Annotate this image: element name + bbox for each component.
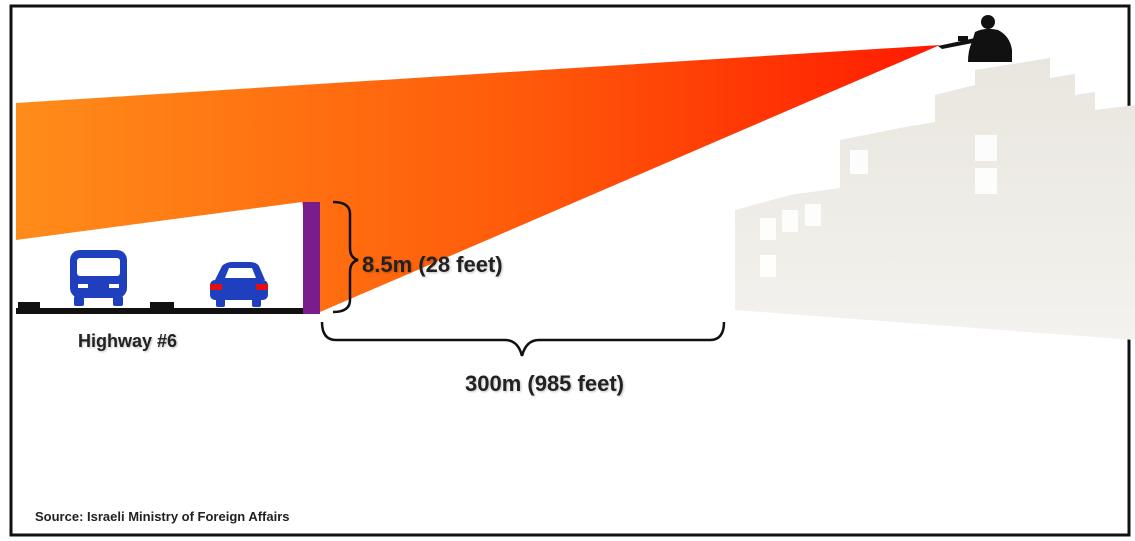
wall-height-label: 8.5m (28 feet): [362, 252, 503, 277]
highway-label: Highway #6: [78, 331, 178, 351]
distance-brace: [320, 321, 726, 357]
bus-icon: [70, 250, 127, 306]
road-bump-right: [150, 302, 174, 308]
buildings-silhouette-icon: [735, 58, 1135, 340]
distance-label: 300m (985 feet): [465, 371, 624, 396]
sniper-silhouette-icon: [938, 15, 1012, 62]
highway-road: [16, 308, 308, 314]
line-of-fire-beam: [16, 45, 940, 312]
height-brace: [332, 200, 359, 314]
protective-wall: [303, 202, 320, 314]
road-bump-left: [18, 302, 40, 308]
car-icon: [210, 262, 268, 307]
building-windows: [760, 135, 997, 277]
source-caption: Source: Israeli Ministry of Foreign Affa…: [35, 509, 290, 524]
